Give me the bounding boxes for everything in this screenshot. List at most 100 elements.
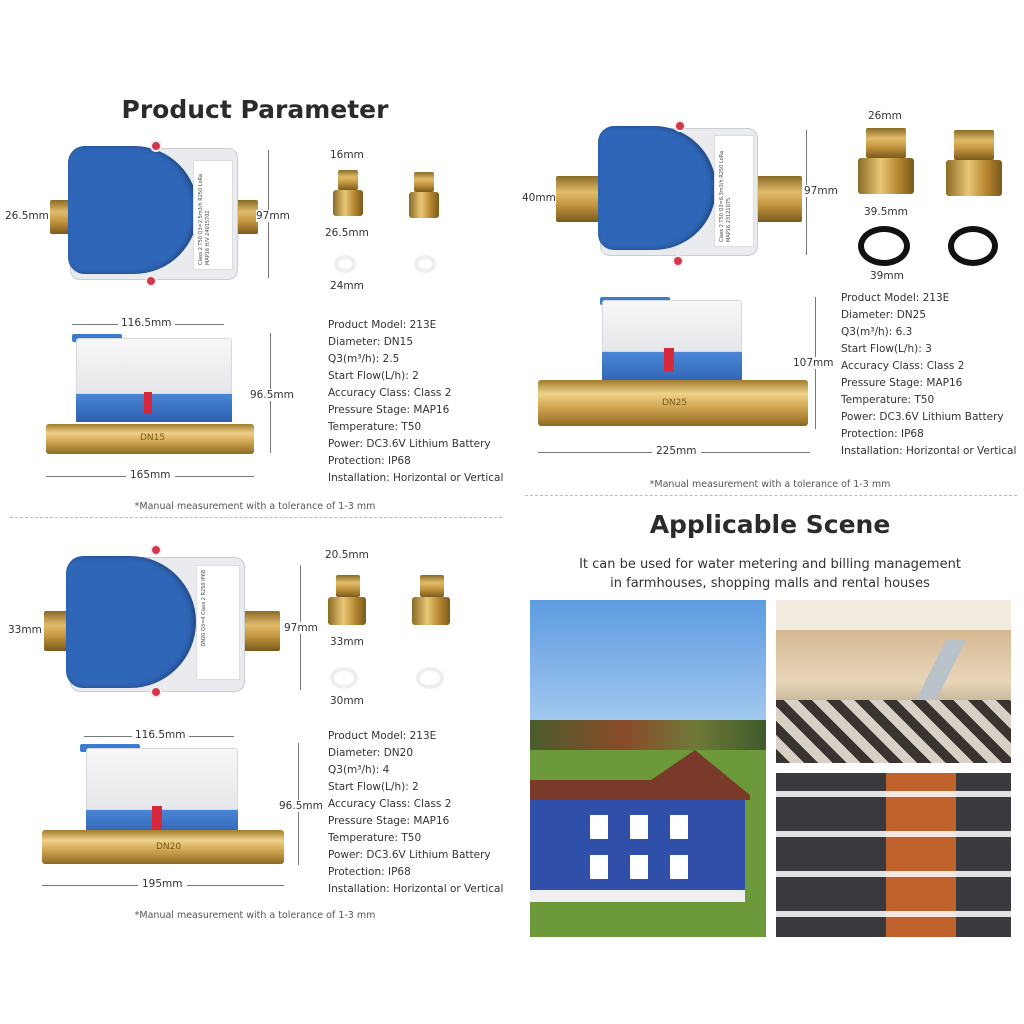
spec-item: Q3(m³/h): 4 xyxy=(328,764,390,776)
farmhouse-photo xyxy=(530,600,766,937)
dim-thread: 20.5mm xyxy=(325,549,369,561)
seal-tag xyxy=(664,348,674,372)
spec-item: Product Model: 213E xyxy=(841,292,950,304)
seal-icon xyxy=(150,686,162,698)
escalator xyxy=(916,640,966,700)
washer xyxy=(334,255,356,273)
spec-item: Temperature: T50 xyxy=(328,832,422,844)
dim-thread: 26mm xyxy=(868,110,902,122)
washer xyxy=(330,667,358,689)
dim-length: 165mm xyxy=(126,469,175,481)
fitting-nut xyxy=(412,597,450,625)
subtitle-line: It can be used for water metering and bi… xyxy=(579,557,961,572)
dim-box-width: 116.5mm xyxy=(132,729,189,741)
dim-height: 96.5mm xyxy=(250,389,294,401)
o-ring xyxy=(858,226,910,266)
meter-pipe xyxy=(538,380,808,426)
meter-side-body xyxy=(602,300,742,352)
spec-item: Protection: IP68 xyxy=(328,455,411,467)
meter-blue-cover xyxy=(68,146,198,274)
seal-icon xyxy=(150,140,162,152)
meter-nameplate: DN20 Q3=4 Class 2 R250 IP68 xyxy=(196,565,240,680)
spec-item: Q3(m³/h): 6.3 xyxy=(841,326,913,338)
dim-washer: 39mm xyxy=(870,270,904,282)
spec-item: Diameter: DN20 xyxy=(328,747,414,759)
tolerance-note: *Manual measurement with a tolerance of … xyxy=(134,910,376,921)
dim-pipe-width: 26.5mm xyxy=(5,210,49,222)
skylight xyxy=(776,600,1011,630)
divider xyxy=(525,495,1017,496)
dim-pipe-width: 33mm xyxy=(8,624,42,636)
meter-side-base xyxy=(76,394,232,422)
spec-item: Product Model: 213E xyxy=(328,730,437,742)
meter-blue-cover xyxy=(598,126,716,250)
apartment-photo xyxy=(776,773,1011,937)
spec-item: Temperature: T50 xyxy=(328,421,422,433)
dim-height: 97mm xyxy=(804,185,838,197)
dim-height: 96.5mm xyxy=(279,800,323,812)
spec-item: Installation: Horizontal or Vertical xyxy=(328,472,504,484)
fitting-nut xyxy=(333,190,363,216)
fitting-nut xyxy=(328,597,366,625)
dim-box-width: 116.5mm xyxy=(118,317,175,329)
divider xyxy=(10,517,502,518)
pipe-mark: DN20 xyxy=(156,842,182,852)
applicable-scene-title: Applicable Scene xyxy=(649,510,891,539)
spec-item: Installation: Horizontal or Vertical xyxy=(328,883,504,895)
fitting-nut xyxy=(946,160,1002,196)
outlet-thread xyxy=(756,176,802,222)
spec-list: Product Model: 213E Diameter: DN20 Q3(m³… xyxy=(328,728,503,898)
dim-nut: 33mm xyxy=(330,636,364,648)
window xyxy=(630,855,648,879)
nameplate-text: Class 2 T50 Q3=6.3m3/h R250 LoRa MAP16 2… xyxy=(719,150,732,242)
meter-side-body xyxy=(76,338,232,394)
seal-icon xyxy=(674,120,686,132)
dim-washer: 30mm xyxy=(330,695,364,707)
o-ring xyxy=(948,226,998,266)
house-base xyxy=(530,890,745,902)
meter-nameplate: Class 2 T50 Q3=2.5m3/h R250 LoRa MAP16 H… xyxy=(193,160,233,270)
fitting-thread xyxy=(420,575,444,597)
dim-nut: 26.5mm xyxy=(325,227,369,239)
window xyxy=(670,855,688,879)
tolerance-note: *Manual measurement with a tolerance of … xyxy=(134,501,376,512)
window xyxy=(630,815,648,839)
spec-item: Temperature: T50 xyxy=(841,394,935,406)
pipe-mark: DN25 xyxy=(662,398,688,408)
spec-item: Accuracy Class: Class 2 xyxy=(328,387,452,399)
product-parameter-title: Product Parameter xyxy=(121,95,389,124)
spec-item: Product Model: 213E xyxy=(328,319,437,331)
seal-icon xyxy=(150,544,162,556)
dim-height: 97mm xyxy=(256,210,290,222)
spec-item: Power: DC3.6V Lithium Battery xyxy=(841,411,1004,423)
dim-nut: 39.5mm xyxy=(864,206,908,218)
fitting-thread xyxy=(338,170,358,190)
tolerance-note: *Manual measurement with a tolerance of … xyxy=(649,479,891,490)
pipe-mark: DN15 xyxy=(140,433,166,443)
fitting-thread xyxy=(336,575,360,597)
dim-length: 225mm xyxy=(652,445,701,457)
nameplate-text: DN20 Q3=4 Class 2 R250 IP68 xyxy=(201,570,207,647)
dim-pipe-width: 40mm xyxy=(522,192,556,204)
dim-height: 107mm xyxy=(793,357,834,369)
window xyxy=(590,815,608,839)
spec-item: Protection: IP68 xyxy=(841,428,924,440)
dim-length: 195mm xyxy=(138,878,187,890)
seal-tag xyxy=(144,392,152,414)
fitting-nut xyxy=(858,158,914,194)
spec-item: Power: DC3.6V Lithium Battery xyxy=(328,438,491,450)
spec-list: Product Model: 213E Diameter: DN15 Q3(m³… xyxy=(328,317,503,487)
spec-item: Power: DC3.6V Lithium Battery xyxy=(328,849,491,861)
spec-list: Product Model: 213E Diameter: DN25 Q3(m³… xyxy=(841,290,1016,460)
fitting-thread xyxy=(414,172,434,192)
seal-icon xyxy=(672,255,684,267)
inlet-thread xyxy=(556,176,602,222)
meter-blue-cover xyxy=(66,556,196,688)
spec-item: Pressure Stage: MAP16 xyxy=(841,377,963,389)
nameplate-text: Class 2 T50 Q3=2.5m3/h R250 LoRa MAP16 H… xyxy=(198,173,211,265)
balconies xyxy=(776,773,1011,937)
spec-item: Start Flow(L/h): 3 xyxy=(841,343,932,355)
washer xyxy=(414,255,436,273)
spec-item: Diameter: DN25 xyxy=(841,309,927,321)
spec-item: Accuracy Class: Class 2 xyxy=(841,360,965,372)
